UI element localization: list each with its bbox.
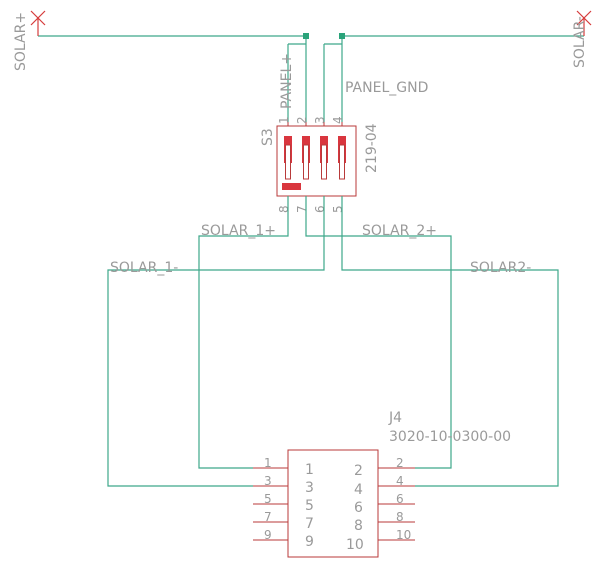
switch-body bbox=[276, 125, 357, 197]
solar-1-pos-net-label: SOLAR_1+ bbox=[201, 223, 276, 239]
wire-solar-1-pos bbox=[198, 196, 289, 469]
solar-2-pos-net-label: SOLAR_2+ bbox=[362, 223, 437, 239]
solar-pos-rail: SOLAR+ bbox=[13, 10, 309, 122]
connector-pin-6-ext: 6 bbox=[396, 492, 404, 506]
switch-pin-4: 4 bbox=[331, 116, 345, 124]
connector-pin-10-ext: 10 bbox=[396, 528, 411, 542]
connector-pin-9-int: 9 bbox=[305, 534, 314, 550]
solar-1-neg-net-label: SOLAR_1- bbox=[110, 260, 178, 276]
wire-solar-2-pos bbox=[305, 196, 452, 469]
connector-pin-2-ext: 2 bbox=[396, 456, 404, 470]
panel-gnd-net-label: PANEL_GND bbox=[345, 80, 428, 96]
connector-pin-9-ext: 9 bbox=[264, 528, 272, 542]
connector-pin-1-int: 1 bbox=[305, 462, 314, 478]
solar-neg-label: SOLAR- bbox=[572, 16, 588, 68]
connector-value: 3020-10-0300-00 bbox=[389, 429, 511, 445]
connector-pin-3-ext: 3 bbox=[264, 474, 272, 488]
switch-actuators bbox=[282, 136, 346, 190]
solar-neg-rail: SOLAR- bbox=[323, 10, 592, 122]
switch-pin-8: 8 bbox=[277, 205, 291, 213]
connector-pin-1-ext: 1 bbox=[264, 456, 272, 470]
connector-pin-4-ext: 4 bbox=[396, 474, 404, 488]
connector-body bbox=[287, 449, 379, 558]
switch-designator: S3 bbox=[260, 128, 276, 146]
connector-pin-6-int: 6 bbox=[354, 500, 363, 516]
connector-pin-8-int: 8 bbox=[354, 518, 363, 534]
switch-on-marker bbox=[282, 183, 301, 190]
dip-switch-s3: 1 2 3 4 8 7 6 5 S3 219-04 bbox=[260, 116, 380, 213]
connector-j4: J4 3020-10-0300-00 1 3 5 7 9 2 4 6 8 10 … bbox=[253, 410, 511, 558]
switch-pin-5: 5 bbox=[331, 205, 345, 213]
solar-pos-label: SOLAR+ bbox=[13, 12, 29, 71]
switch-pin-7: 7 bbox=[295, 205, 309, 213]
switch-pin-6: 6 bbox=[313, 205, 327, 213]
unconnected-x-icon bbox=[576, 10, 592, 36]
connector-pin-2-int: 2 bbox=[354, 463, 363, 479]
connector-pin-5-ext: 5 bbox=[264, 492, 272, 506]
connector-pin-5-int: 5 bbox=[305, 498, 314, 514]
wires-lower bbox=[107, 196, 559, 487]
junction-solar-neg bbox=[339, 33, 345, 39]
junction-solar-pos bbox=[303, 33, 309, 39]
connector-pin-7-ext: 7 bbox=[264, 510, 272, 524]
connector-designator: J4 bbox=[388, 410, 402, 426]
connector-pin-7-int: 7 bbox=[305, 516, 314, 532]
unconnected-x-icon bbox=[30, 10, 46, 36]
solar-2-neg-net-label: SOLAR2- bbox=[470, 260, 531, 276]
switch-pin-3: 3 bbox=[313, 116, 327, 124]
switch-pin-2: 2 bbox=[295, 116, 309, 124]
panel-pos-net-label: PANEL+ bbox=[279, 53, 295, 109]
connector-pin-4-int: 4 bbox=[354, 482, 363, 498]
wire-solar-2-neg bbox=[341, 196, 559, 487]
wire-solar-1-neg bbox=[107, 196, 325, 487]
switch-value: 219-04 bbox=[364, 123, 380, 173]
connector-pin-3-int: 3 bbox=[305, 480, 314, 496]
connector-pin-10-int: 10 bbox=[346, 537, 364, 553]
switch-pin-1: 1 bbox=[277, 116, 291, 124]
connector-pin-8-ext: 8 bbox=[396, 510, 404, 524]
